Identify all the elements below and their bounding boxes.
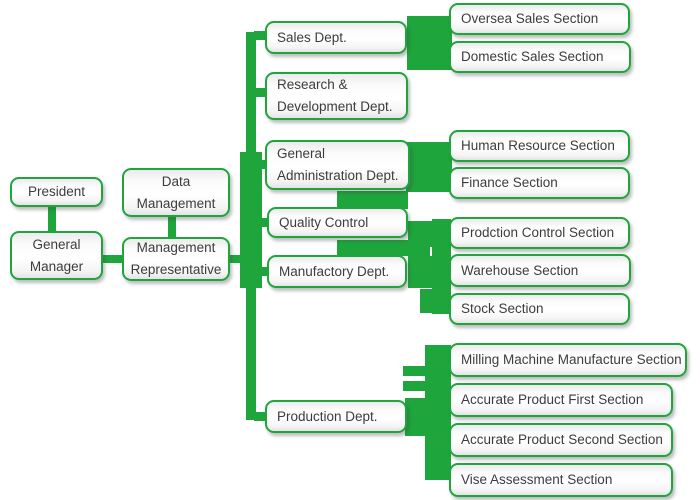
node-accurate-product-second-section: Accurate Product Second Section: [449, 423, 673, 457]
node-milling-machine-section: Milling Machine Manufacture Section: [449, 343, 687, 377]
connector-stock-block: [420, 289, 451, 313]
node-warehouse-section: Warehouse Section: [449, 254, 631, 287]
node-quality-control: Quality Control: [267, 207, 408, 238]
node-prodction-control-section: Prodction Control Section: [449, 217, 630, 249]
node-accurate-product-first-section: Accurate Product First Section: [449, 383, 673, 417]
connector-mr-trunk: [229, 255, 249, 263]
node-general-admin-dept: General Administration Dept.: [265, 140, 410, 190]
connector-gm-mr: [103, 255, 123, 263]
node-management-representative: Management Representative: [122, 237, 230, 281]
connector-production-stub-1: [403, 366, 427, 376]
node-production-dept: Production Dept.: [265, 400, 407, 433]
node-vise-assessment-section: Vise Assessment Section: [449, 463, 673, 497]
node-general-manager: General Manager: [10, 231, 103, 280]
connector-band-quality-manufactory: [337, 240, 430, 256]
connector-stub-rd: [254, 88, 267, 97]
node-sales-dept: Sales Dept.: [265, 21, 407, 54]
connector-stub-quality: [254, 218, 269, 227]
node-finance-section: Finance Section: [449, 167, 630, 199]
node-president: President: [10, 177, 103, 207]
connector-stub-sales: [254, 31, 267, 40]
connector-president-gm: [48, 205, 56, 232]
connector-production-stub-2: [403, 381, 427, 391]
connector-dm-mr: [168, 215, 176, 238]
node-stock-section: Stock Section: [449, 293, 630, 325]
connector-sales-children-block: [407, 16, 452, 70]
connector-stub-production: [254, 412, 267, 421]
connector-stub-general-admin: [254, 160, 267, 169]
node-oversea-sales-section: Oversea Sales Section: [449, 3, 630, 35]
connector-admin-children-block: [406, 142, 452, 192]
connector-trunk-wide-segment: [240, 152, 262, 288]
node-domestic-sales-section: Domestic Sales Section: [449, 41, 631, 73]
node-manufactory-dept: Manufactory Dept.: [267, 255, 407, 288]
node-human-resource-section: Human Resource Section: [449, 130, 630, 162]
connector-production-bar-block: [405, 398, 438, 436]
node-data-management: Data Management: [122, 168, 230, 217]
connector-band-admin-quality: [337, 191, 408, 209]
node-rd-dept: Research & Development Dept.: [265, 72, 408, 120]
connector-stub-manufactory: [254, 267, 269, 276]
